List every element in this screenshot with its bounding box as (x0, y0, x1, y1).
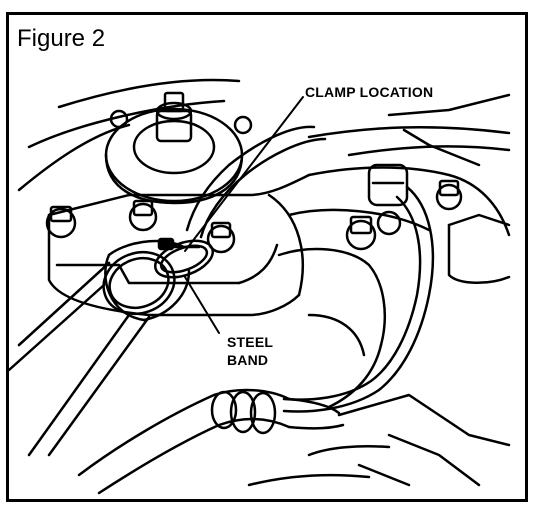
figure-frame: Figure 2 CLAMP LOCATION STEEL BAND (6, 12, 528, 502)
steel-band-label-line2: BAND (227, 352, 269, 368)
clamp-location-label: CLAMP LOCATION (305, 84, 434, 100)
engine-line-drawing (9, 78, 511, 495)
figure-title: Figure 2 (17, 25, 106, 52)
steel-band-label: STEEL BAND (227, 333, 273, 369)
steel-band-label-line1: STEEL (227, 334, 274, 350)
